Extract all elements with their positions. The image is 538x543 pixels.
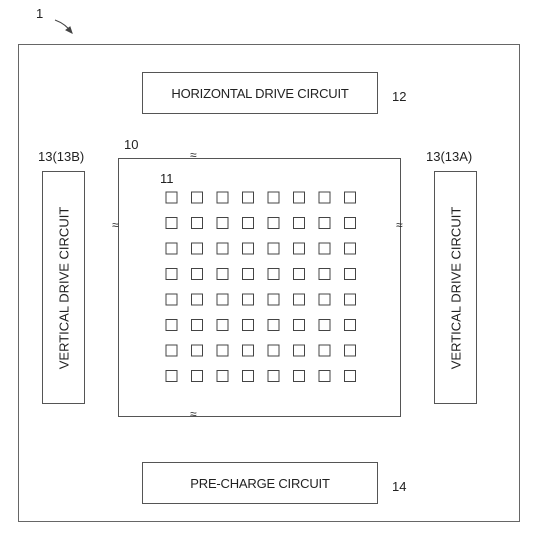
pixel-cell xyxy=(216,293,229,306)
figure-arrow-head xyxy=(65,26,73,34)
pixel-cell xyxy=(267,191,280,204)
pixel-cell xyxy=(267,319,280,331)
break-mark-left: ≈ xyxy=(112,218,119,232)
pixel-cell xyxy=(242,191,254,204)
pixel-cell xyxy=(242,217,254,229)
horizontal-drive-circuit: HORIZONTAL DRIVE CIRCUIT xyxy=(142,72,378,114)
pixel-cell xyxy=(318,217,331,229)
pixel-cell xyxy=(267,344,280,357)
pixel-cell xyxy=(165,191,178,204)
pixel-cell xyxy=(191,217,203,229)
pixel-cell xyxy=(344,268,356,280)
pixel-cell xyxy=(191,293,203,306)
pixel-cell xyxy=(344,319,356,331)
pixel-cell xyxy=(216,370,229,382)
pixel-cell xyxy=(344,217,356,229)
pixel-cell xyxy=(191,319,203,331)
pixel-cell xyxy=(267,268,280,280)
pixel-cell xyxy=(344,344,356,357)
pixel-cell xyxy=(344,242,356,255)
pixel-cell xyxy=(293,242,305,255)
pixel-cell xyxy=(242,370,254,382)
pixel-cell xyxy=(344,293,356,306)
pixel-cell xyxy=(216,344,229,357)
pixel-cell xyxy=(216,191,229,204)
pixel-cell xyxy=(165,268,178,280)
break-mark-top: ≈ xyxy=(190,148,197,162)
pre-charge-circuit: PRE-CHARGE CIRCUIT xyxy=(142,462,378,504)
pixel-cell xyxy=(191,370,203,382)
vertical-drive-circuit-left: VERTICAL DRIVE CIRCUIT xyxy=(42,171,85,404)
pixel-cell xyxy=(242,242,254,255)
pixel-cell xyxy=(191,268,203,280)
pixel-cell xyxy=(165,319,178,331)
vertical-drive-circuit-right: VERTICAL DRIVE CIRCUIT xyxy=(434,171,477,404)
pixel-cell xyxy=(191,191,203,204)
pre-charge-ref: 14 xyxy=(392,479,407,494)
pixel-cell xyxy=(165,217,178,229)
pixel-cell xyxy=(165,293,178,306)
vertical-drive-right-ref: 13(13A) xyxy=(426,149,473,164)
pixel-cell xyxy=(267,217,280,229)
pixel-cell xyxy=(344,370,356,382)
pixel-cell xyxy=(216,319,229,331)
horizontal-drive-ref: 12 xyxy=(392,89,407,104)
pixel-cell xyxy=(318,370,331,382)
pixel-cell xyxy=(293,191,305,204)
pixel-cell xyxy=(191,344,203,357)
pixel-cell xyxy=(318,191,331,204)
pixel-cell xyxy=(293,344,305,357)
horizontal-drive-circuit-label: HORIZONTAL DRIVE CIRCUIT xyxy=(171,85,349,101)
pixel-cell xyxy=(242,319,254,331)
pixel-cell xyxy=(165,344,178,357)
pixel-ref: 11 xyxy=(160,171,174,186)
pixel-cell xyxy=(216,242,229,255)
pixel-cell xyxy=(318,268,331,280)
pixel-cell xyxy=(318,242,331,255)
pixel-cell xyxy=(165,242,178,255)
figure-ref: 1 xyxy=(36,6,44,21)
pixel-cell xyxy=(242,344,254,357)
break-mark-bottom: ≈ xyxy=(190,407,197,421)
pixel-cell xyxy=(293,217,305,229)
pixel-cell xyxy=(293,319,305,331)
pixel-cell xyxy=(165,370,178,382)
pixel-cell xyxy=(191,242,203,255)
pixel-cell xyxy=(293,268,305,280)
pixel-cell xyxy=(344,191,356,204)
pixel-cell xyxy=(293,370,305,382)
vertical-drive-left-ref: 13(13B) xyxy=(38,149,85,164)
pixel-cell xyxy=(216,217,229,229)
pixel-cell xyxy=(267,293,280,306)
pixel-cell xyxy=(216,268,229,280)
pixel-cell xyxy=(318,293,331,306)
pixel-cell xyxy=(318,344,331,357)
pixel-cell xyxy=(267,242,280,255)
pixel-cell xyxy=(242,293,254,306)
pixel-cell xyxy=(267,370,280,382)
pixel-cell xyxy=(318,319,331,331)
pixel-cell xyxy=(242,268,254,280)
pre-charge-circuit-label: PRE-CHARGE CIRCUIT xyxy=(190,475,330,491)
pixel-cell xyxy=(293,293,305,306)
pixel-array-ref: 10 xyxy=(124,137,139,152)
break-mark-right: ≈ xyxy=(396,218,403,232)
